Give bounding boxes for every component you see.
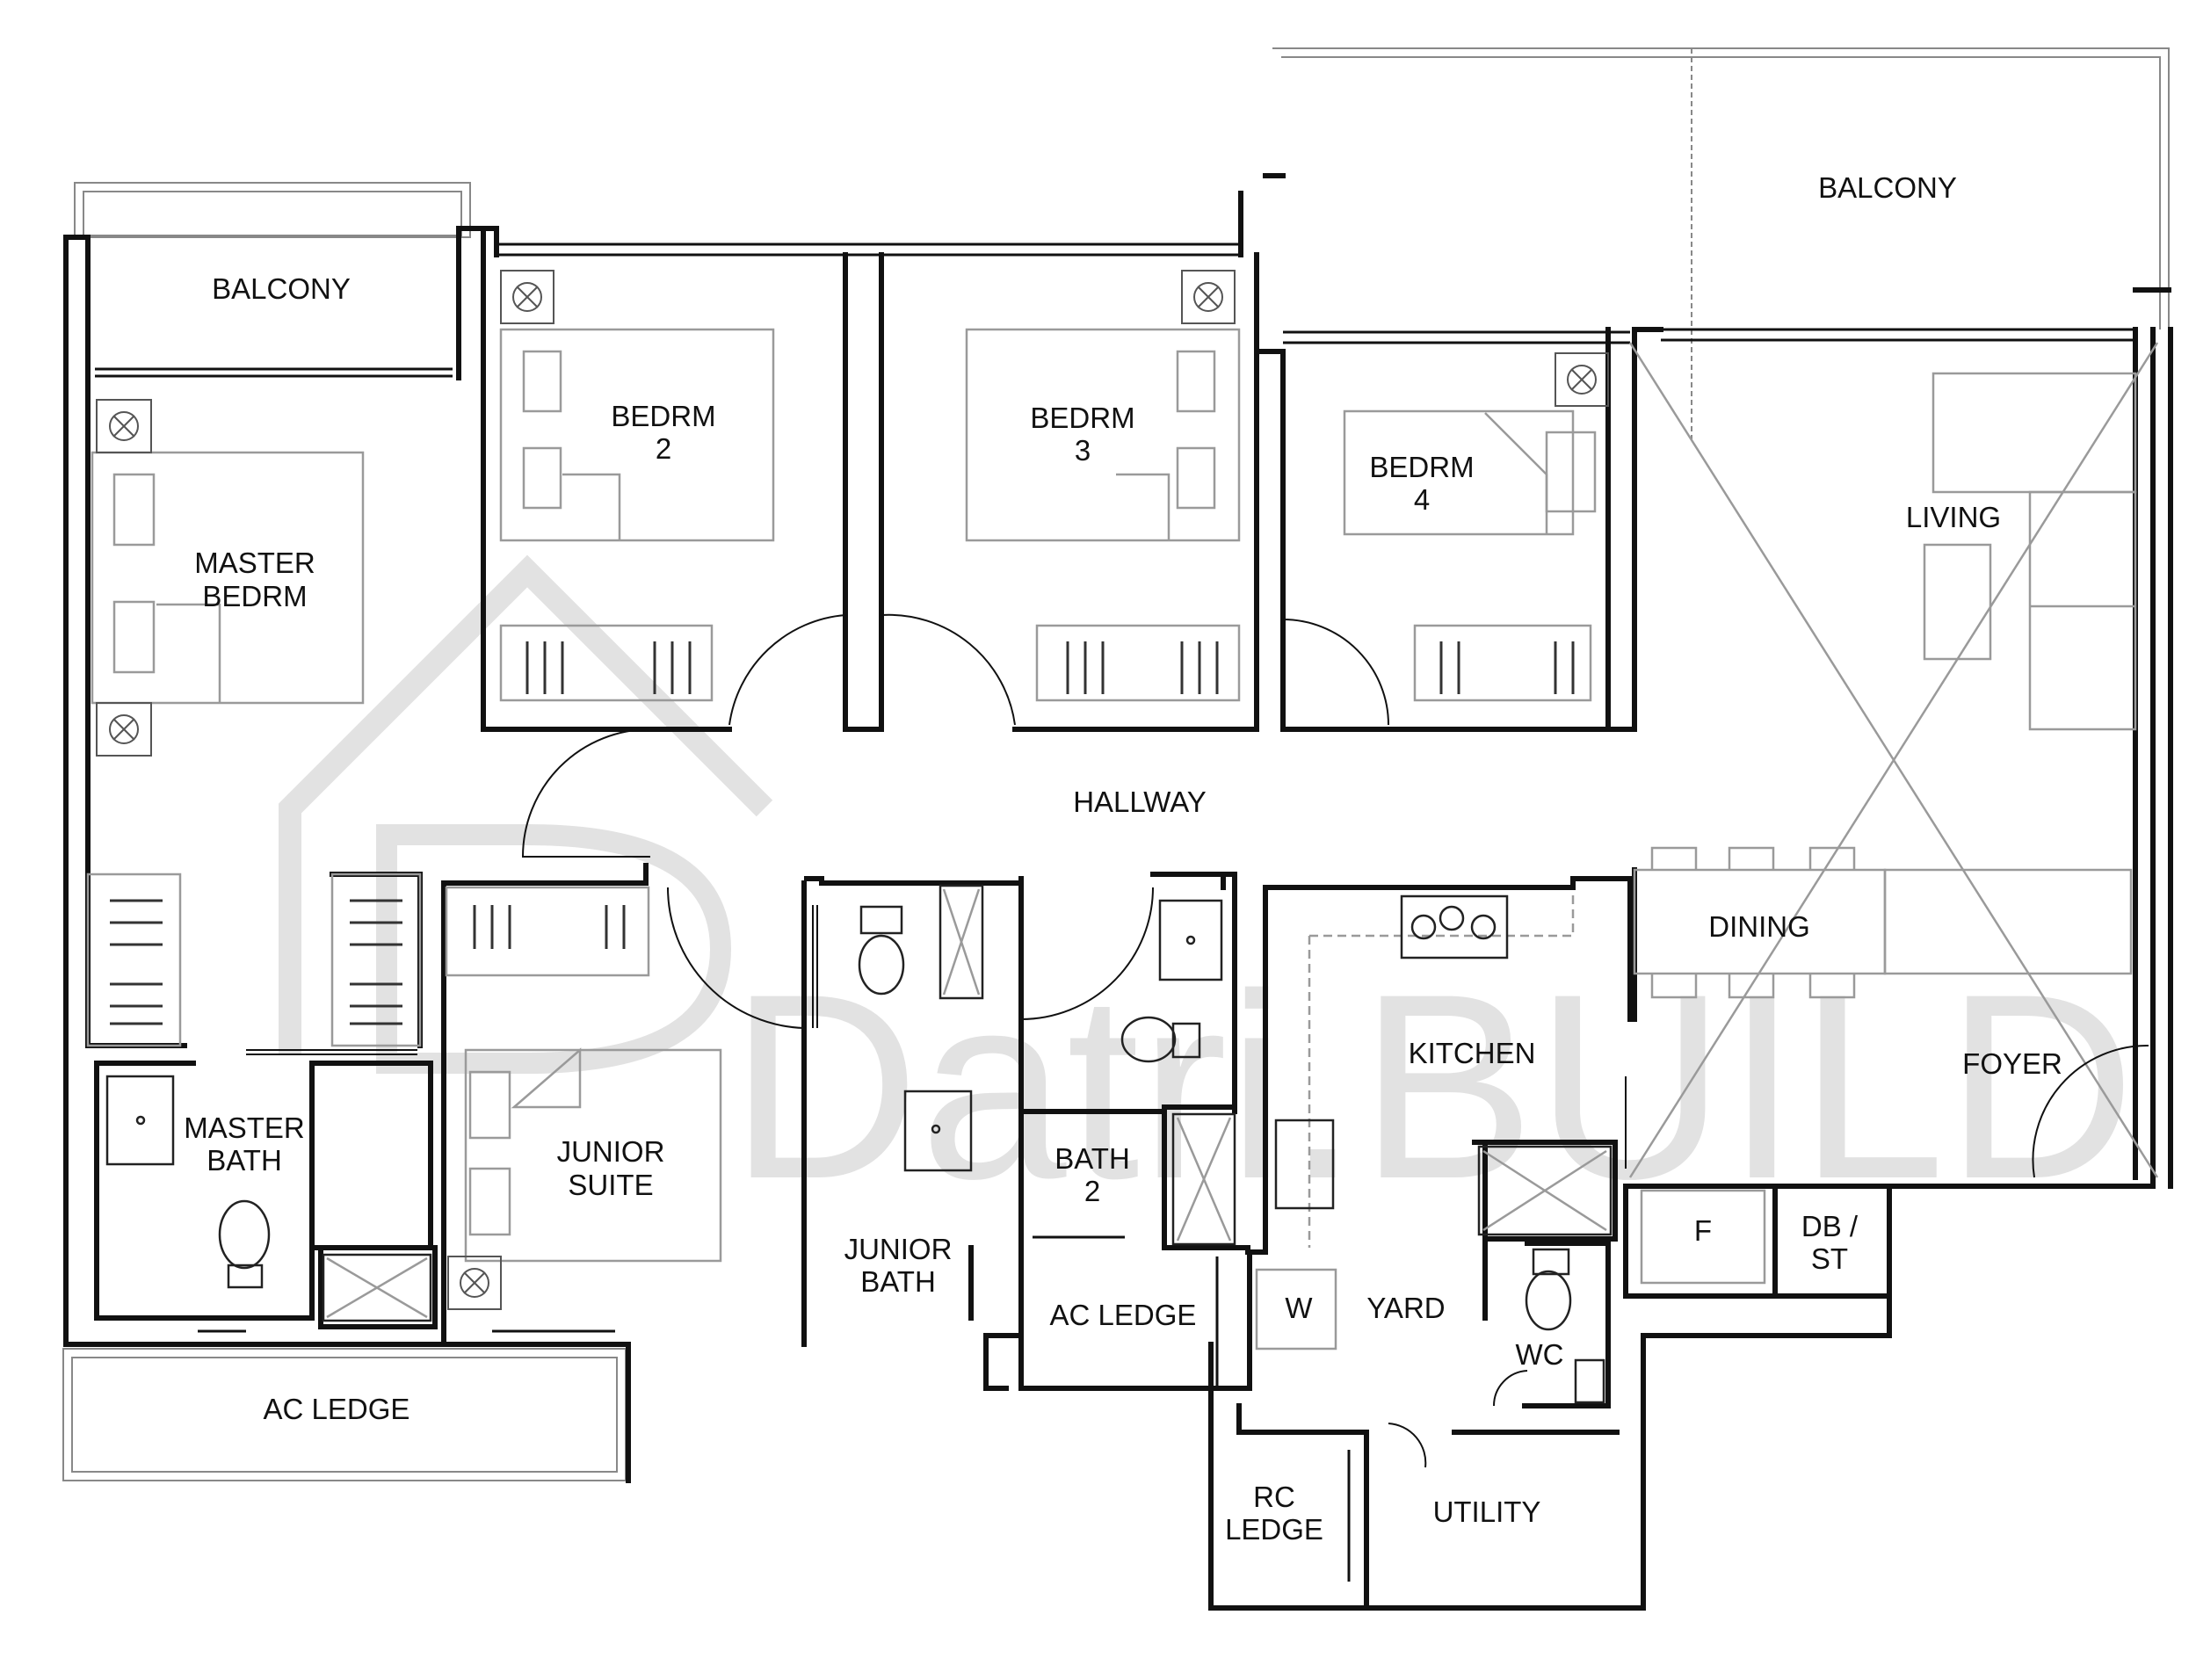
label-junior-bath-line1: JUNIOR (844, 1233, 953, 1265)
label-bedrm3-line2: 3 (1075, 434, 1091, 467)
exhaust-fans (96, 270, 1609, 1310)
label-foyer: FOYER (1962, 1047, 2062, 1080)
label-yard: YARD (1366, 1292, 1445, 1324)
furniture (86, 328, 2159, 1351)
label-bedrm4-line2: 4 (1414, 483, 1430, 516)
label-fridge: F (1694, 1214, 1712, 1247)
label-hallway: HALLWAY (1073, 786, 1207, 818)
label-master-bedrm-line1: MASTER (194, 547, 315, 579)
label-master-bath-line1: MASTER (184, 1112, 305, 1144)
label-washer: W (1285, 1292, 1313, 1324)
label-bedrm2-line2: 2 (656, 432, 671, 465)
label-db-st-line1: DB / (1801, 1210, 1859, 1242)
label-bath2-line1: BATH (1055, 1142, 1130, 1175)
sanitary-fixtures (105, 884, 1613, 1404)
label-ac-ledge-left: AC LEDGE (264, 1393, 410, 1425)
label-bedrm4-line1: BEDRM (1369, 451, 1474, 483)
label-rc-ledge-line2: LEDGE (1225, 1513, 1323, 1546)
label-junior-suite-line2: SUITE (568, 1169, 653, 1201)
label-utility: UTILITY (1433, 1495, 1541, 1528)
balcony-railings (62, 47, 2170, 1481)
room-labels: BALCONY BALCONY BEDRM 2 BEDRM 3 BEDRM 4 … (184, 171, 2062, 1546)
watermark: Datri.BUILD (279, 554, 2135, 1234)
walls (63, 173, 2173, 1611)
label-bath2-line2: 2 (1084, 1175, 1100, 1207)
label-rc-ledge-line1: RC (1253, 1481, 1295, 1513)
label-balcony-right: BALCONY (1818, 171, 1957, 204)
label-bedrm3-line1: BEDRM (1030, 402, 1134, 434)
door-swings (246, 444, 2149, 1468)
label-wc: WC (1516, 1338, 1564, 1371)
label-master-bedrm-line2: BEDRM (202, 580, 307, 612)
label-living: LIVING (1906, 501, 2001, 533)
label-bedrm2-line1: BEDRM (611, 400, 715, 432)
label-junior-bath-line2: BATH (860, 1265, 936, 1298)
label-ac-ledge-mid: AC LEDGE (1050, 1299, 1197, 1331)
label-junior-suite-line1: JUNIOR (557, 1135, 665, 1168)
label-master-bath-line2: BATH (207, 1144, 282, 1177)
label-balcony-left: BALCONY (212, 272, 351, 305)
label-db-st-line2: ST (1811, 1242, 1848, 1275)
label-dining: DINING (1708, 910, 1810, 943)
windows (95, 243, 2135, 1582)
label-kitchen: KITCHEN (1409, 1037, 1536, 1069)
